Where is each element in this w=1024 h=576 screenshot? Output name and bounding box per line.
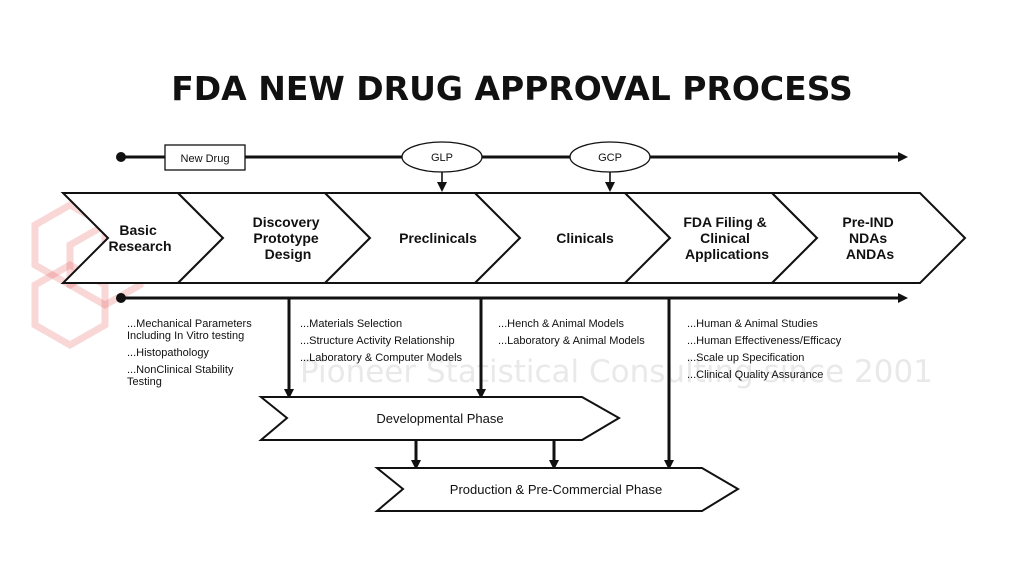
developmental-phase: Developmental Phase: [258, 396, 621, 441]
detail-clinicals: ...Human & Animal Studies ...Human Effec…: [687, 318, 844, 381]
watermark-tagline: Pioneer Statistical Consulting since 200…: [300, 354, 933, 390]
stage-label: Discovery Prototype Design: [253, 214, 324, 262]
top-timeline: New Drug GLP GCP: [116, 141, 908, 192]
stage-basic-research: Basic Research: [60, 192, 225, 284]
developmental-phase-label: Developmental Phase: [376, 411, 503, 426]
page-title: FDA NEW DRUG APPROVAL PROCESS: [171, 69, 853, 108]
stage-pre-ind: Pre-IND NDAs ANDAs: [769, 192, 967, 284]
bottom-timeline: [116, 293, 908, 303]
glp-label: GLP: [431, 152, 453, 164]
detail-discovery: ...Materials Selection ...Structure Acti…: [300, 318, 463, 364]
stage-label: Pre-IND NDAs ANDAs: [842, 214, 897, 262]
detail-notes: ...Mechanical Parameters Including In Vi…: [127, 318, 844, 388]
stage-discovery: Discovery Prototype Design: [175, 192, 372, 284]
stage-label: FDA Filing & Clinical Applications: [683, 214, 770, 262]
stage-label: Preclinicals: [399, 230, 477, 246]
production-phase: Production & Pre-Commercial Phase: [374, 467, 740, 512]
new-drug-box: [164, 144, 246, 171]
stage-label: Clinicals: [556, 230, 614, 246]
stage-label: Basic Research: [108, 222, 171, 254]
chevron-row: Basic Research Discovery Prototype Desig…: [60, 192, 967, 284]
new-drug-label: New Drug: [181, 153, 230, 165]
detail-preclinicals: ...Hench & Animal Models ...Laboratory &…: [498, 318, 645, 347]
production-phase-label: Production & Pre-Commercial Phase: [450, 482, 662, 497]
detail-basic-research: ...Mechanical Parameters Including In Vi…: [127, 318, 255, 388]
gcp-label: GCP: [598, 152, 622, 164]
stage-fda-filing: FDA Filing & Clinical Applications: [622, 192, 819, 284]
phase-connectors: [284, 298, 674, 470]
